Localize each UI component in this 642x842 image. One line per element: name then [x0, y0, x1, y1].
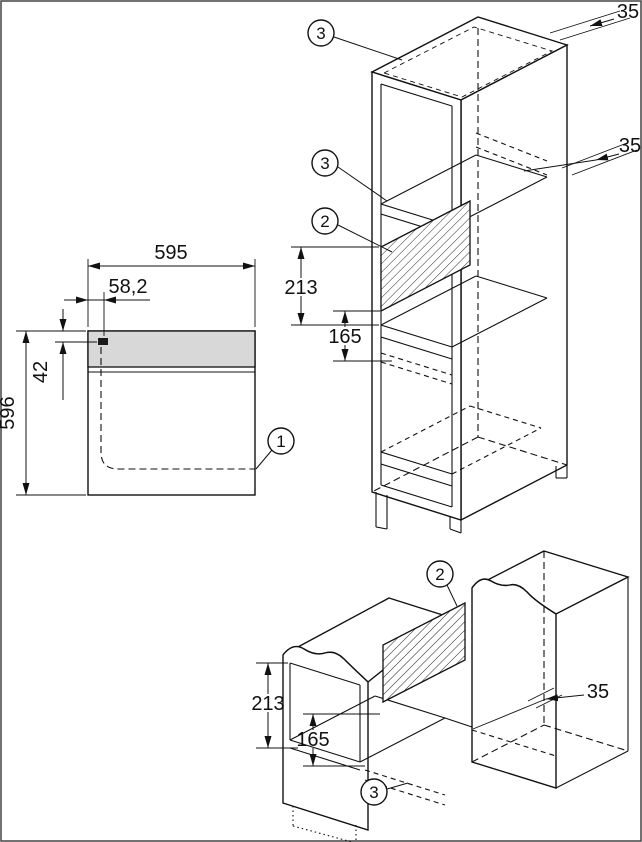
dim-base-165-label: 165	[296, 729, 329, 751]
dim-width-595: 595	[87, 242, 256, 327]
dim-35-rear-label: 35	[619, 135, 641, 157]
dim-vent-upper-213: 213	[284, 246, 379, 326]
dim-clearance-rear-35: 35	[523, 135, 641, 176]
callout-2-panel-label: 2	[320, 212, 329, 231]
base-plinth-dotted	[292, 806, 357, 842]
callout-3-shelf-label: 3	[320, 154, 329, 173]
dim-165-label: 165	[328, 326, 361, 348]
base-unit-isometric-view: 213 165 35 2 3	[251, 550, 630, 842]
mains-connection-marker	[98, 338, 108, 345]
dim-height-label: 596	[0, 396, 19, 429]
niche-floor-shelf	[380, 275, 548, 385]
plinth-legs	[375, 465, 568, 534]
dim-width-label: 595	[154, 242, 187, 264]
dim-top-offset-42: 42	[30, 309, 97, 400]
callout-2-base-label: 2	[435, 565, 444, 584]
callout-3-base: 3	[360, 778, 409, 806]
dim-vent-lower-165: 165	[328, 310, 392, 362]
adjacent-panel-edges	[471, 551, 629, 789]
hidden-rear-edges	[371, 28, 568, 493]
callout-2-base: 2	[426, 560, 458, 607]
dim-base-213-label: 213	[251, 693, 284, 715]
control-panel-band	[87, 330, 256, 368]
callout-3-top-label: 3	[316, 24, 325, 43]
dim-base-35-label: 35	[587, 681, 609, 703]
dim-213-label: 213	[284, 277, 317, 299]
dim-offset-label: 58,2	[109, 276, 148, 298]
dim-height-596: 596	[0, 330, 86, 496]
dim-clearance-top-35: 35	[549, 1, 639, 41]
adjacent-panel-front-face	[471, 578, 557, 789]
front-elevation-view: 595 58,2 42 596 1	[0, 242, 295, 496]
dim-base-clearance-35: 35	[472, 681, 609, 730]
callout-1-label: 1	[276, 432, 285, 451]
bottom-panel	[380, 405, 542, 487]
dim-35-top-label: 35	[617, 1, 639, 23]
vent-panel-hatched-area-base	[382, 601, 466, 704]
top-face-hidden-cavity	[382, 26, 554, 98]
base-cabinet-front-face	[282, 645, 369, 831]
cable-routing-dashed-line	[100, 347, 255, 470]
tall-unit-front-face	[371, 71, 462, 521]
dim-top-offset-label: 42	[30, 361, 52, 383]
callout-1: 1	[255, 427, 295, 470]
callout-3-shelf: 3	[311, 149, 388, 202]
dim-base-vent-lower-165: 165	[296, 713, 380, 767]
dim-base-vent-upper-213: 213	[251, 662, 298, 749]
callout-3-top: 3	[307, 19, 403, 61]
callout-2-panel: 2	[311, 207, 393, 253]
dim-offset-58-2: 58,2	[64, 276, 150, 336]
vent-panel-hatched-area	[380, 199, 471, 313]
tall-unit-isometric-view: 213 165 35 35 3	[284, 1, 641, 534]
callout-3-base-label: 3	[369, 783, 378, 802]
